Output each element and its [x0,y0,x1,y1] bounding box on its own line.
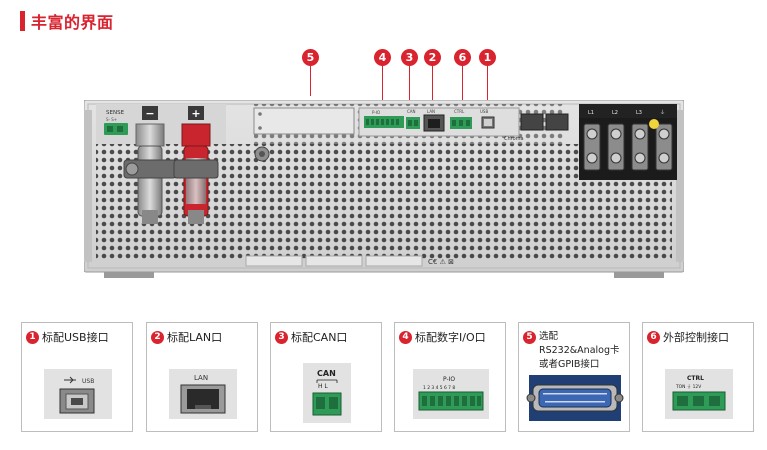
lan-art-label: LAN [194,374,208,382]
callout-2: 2 [424,49,441,66]
usb-port-image: USB [44,369,112,419]
svg-text:L1: L1 [588,110,594,116]
device-rear-panel: SENSE S- S+ − + P-IO CAN LAN CTRL [84,100,684,278]
callout-1: 1 [479,49,496,66]
callout-4-leader [382,66,383,102]
svg-text:USB: USB [480,109,488,114]
feature-card-can: 3 标配CAN口 CAN H L [270,322,382,432]
card-number-badge: 2 [151,331,164,344]
card-number-badge: 5 [523,331,536,344]
can-art-label: CAN [317,369,336,378]
can-art-sub: H L [318,383,328,390]
sense-label: SENSE [106,110,125,116]
card-label: 标配数字I/O口 [415,331,486,344]
svg-text:−: − [145,107,154,120]
option-card-slot [253,107,355,135]
feature-card-digital-io: 4 标配数字I/O口 P-IO 1 2 3 4 5 6 7 8 [394,322,506,432]
card-label: 标配LAN口 [167,331,223,344]
callout-1-leader [487,66,488,102]
card-number-badge: 1 [26,331,39,344]
svg-text:P-IO: P-IO [372,110,380,115]
svg-text:⏚: ⏚ [660,109,665,116]
svg-text:L3: L3 [636,110,642,116]
page-title: 丰富的界面 [31,13,114,32]
svg-text:L2: L2 [612,110,618,116]
card-label: 标配USB接口 [42,331,109,344]
card-label: 标配CAN口 [291,331,348,344]
ctrl-art-label: CTRL [687,375,704,382]
sense-sub-label: S- S+ [106,117,117,122]
card-number-badge: 3 [275,331,288,344]
digital-io-port-image: P-IO 1 2 3 4 5 6 7 8 [413,369,489,419]
card-number-badge: 6 [647,331,660,344]
plus-label-plate [188,106,204,120]
minus-label-plate [142,106,158,120]
section-title: 丰富的界面 [20,9,114,33]
feature-card-external-control: 6 外部控制接口 CTRL TON ⏚ 12V [642,322,754,432]
card-label-line1: 选配RS232&Analog卡 [539,331,620,356]
feature-card-usb: 1 标配USB接口 USB [21,322,133,432]
callout-3-leader [409,66,410,102]
negative-output-busbar [137,145,163,217]
callout-3: 3 [401,49,418,66]
feature-card-rs232-gpib: 5 选配RS232&Analog卡 或者GPIB接口 [518,322,630,432]
ctrl-port-image: CTRL TON ⏚ 12V [665,369,733,419]
svg-text:LAN: LAN [427,109,435,114]
can-port-image: CAN H L [303,363,351,423]
usb-symbol-icon [64,376,76,384]
card-label-line2: 或者GPIB接口 [539,359,600,370]
callout-6-leader [462,66,463,102]
title-accent-bar [20,11,25,31]
pio-art-sub: 1 2 3 4 5 6 7 8 [423,385,455,391]
svg-text:C€ ⚠ ⊠: C€ ⚠ ⊠ [428,258,454,266]
callout-5-leader [310,66,311,96]
callout-4: 4 [374,49,391,66]
svg-text:CTRL: CTRL [454,109,465,114]
pio-art-label: P-IO [443,376,455,383]
callout-2-leader [432,66,433,102]
gpib-port-image [526,375,624,421]
svg-text:CAN: CAN [407,109,416,114]
lan-port-image: LAN [169,369,237,419]
card-label: 外部控制接口 [663,331,729,344]
feature-card-lan: 2 标配LAN口 LAN [146,322,258,432]
callout-5: 5 [302,49,319,66]
svg-text:+: + [191,107,200,120]
ctrl-art-sub: TON ⏚ 12V [675,384,701,390]
card-number-badge: 4 [399,331,412,344]
svg-text:Chroma: Chroma [504,136,524,142]
callout-6: 6 [454,49,471,66]
usb-art-label: USB [82,378,94,385]
